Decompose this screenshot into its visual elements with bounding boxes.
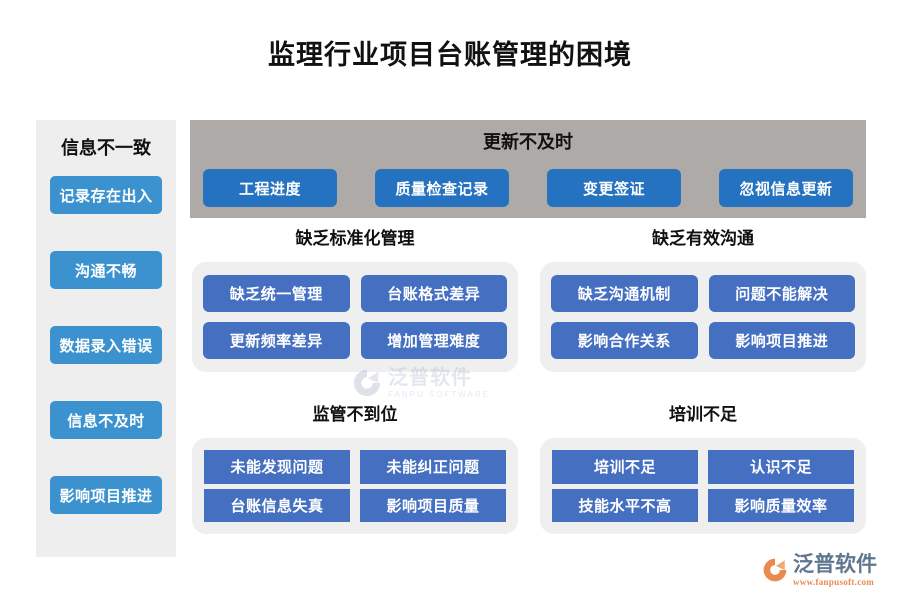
section-inadequate-supervision: 监管不到位 未能发现问题 未能纠正问题 台账信息失真 影响项目质量 xyxy=(192,404,518,546)
section-item-unified-management[interactable]: 缺乏统一管理 xyxy=(203,275,350,312)
brand-logo-text: 泛普软件 www.fanpusoft.com xyxy=(793,554,877,587)
sidebar-item-poor-communication[interactable]: 沟通不畅 xyxy=(50,251,162,289)
section-item-grid: 缺乏沟通机制 问题不能解决 影响合作关系 影响项目推进 xyxy=(551,275,855,359)
brand-name-cn: 泛普软件 xyxy=(793,552,877,576)
section-item-ledger-format-difference[interactable]: 台账格式差异 xyxy=(360,275,507,312)
section-item-affects-project-quality[interactable]: 影响项目质量 xyxy=(360,488,506,522)
section-item-update-frequency-difference[interactable]: 更新频率差异 xyxy=(203,322,350,359)
section-title: 培训不足 xyxy=(669,405,737,424)
section-item-increased-management-difficulty[interactable]: 增加管理难度 xyxy=(360,322,507,359)
section-item-insufficient-training[interactable]: 培训不足 xyxy=(552,450,698,484)
section-item-problems-unresolved[interactable]: 问题不能解决 xyxy=(708,275,855,312)
section-title: 缺乏有效沟通 xyxy=(652,229,754,248)
band-item-list: 工程进度 质量检查记录 变更签证 忽视信息更新 xyxy=(203,169,853,207)
section-item-ledger-information-distortion[interactable]: 台账信息失真 xyxy=(204,488,350,522)
section-item-affects-project-progress[interactable]: 影响项目推进 xyxy=(708,322,855,359)
section-item-grid: 未能发现问题 未能纠正问题 台账信息失真 影响项目质量 xyxy=(204,450,506,522)
section-lack-of-standardized-management: 缺乏标准化管理 缺乏统一管理 台账格式差异 更新频率差异 增加管理难度 xyxy=(192,228,518,380)
band-item-engineering-progress[interactable]: 工程进度 xyxy=(203,169,337,207)
sidebar-title: 信息不一致 xyxy=(61,138,151,158)
sidebar-item-data-entry-error[interactable]: 数据录入错误 xyxy=(50,326,162,364)
section-lack-of-effective-communication: 缺乏有效沟通 缺乏沟通机制 问题不能解决 影响合作关系 影响项目推进 xyxy=(540,228,866,380)
band-item-ignore-information-update[interactable]: 忽视信息更新 xyxy=(719,169,853,207)
section-insufficient-training: 培训不足 培训不足 认识不足 技能水平不高 影响质量效率 xyxy=(540,404,866,546)
band-item-quality-inspection-record[interactable]: 质量检查记录 xyxy=(375,169,509,207)
section-title: 缺乏标准化管理 xyxy=(295,229,415,248)
band-title: 更新不及时 xyxy=(483,132,573,152)
sidebar-item-untimely-information[interactable]: 信息不及时 xyxy=(50,401,162,439)
section-panel: 未能发现问题 未能纠正问题 台账信息失真 影响项目质量 xyxy=(192,438,518,534)
sidebar-panel-information-inconsistency: 信息不一致 记录存在出入 沟通不畅 数据录入错误 信息不及时 影响项目推进 xyxy=(36,120,176,557)
section-item-insufficient-awareness[interactable]: 认识不足 xyxy=(708,450,854,484)
band-item-change-visa[interactable]: 变更签证 xyxy=(547,169,681,207)
section-item-affects-cooperation[interactable]: 影响合作关系 xyxy=(551,322,698,359)
section-item-affects-quality-efficiency[interactable]: 影响质量效率 xyxy=(708,488,854,522)
section-title: 监管不到位 xyxy=(312,405,398,424)
fanpu-logo-icon xyxy=(762,557,788,583)
watermark-name-en: FANPU SOFTWARE xyxy=(388,389,490,399)
section-item-low-skill-level[interactable]: 技能水平不高 xyxy=(552,488,698,522)
section-panel: 缺乏沟通机制 问题不能解决 影响合作关系 影响项目推进 xyxy=(540,262,866,372)
section-item-no-communication-mechanism[interactable]: 缺乏沟通机制 xyxy=(551,275,698,312)
band-untimely-update: 更新不及时 工程进度 质量检查记录 变更签证 忽视信息更新 xyxy=(190,120,866,218)
brand-url: www.fanpusoft.com xyxy=(793,576,875,587)
section-item-failed-to-find-problems[interactable]: 未能发现问题 xyxy=(204,450,350,484)
section-panel: 培训不足 认识不足 技能水平不高 影响质量效率 xyxy=(540,438,866,534)
section-panel: 缺乏统一管理 台账格式差异 更新频率差异 增加管理难度 xyxy=(192,262,518,372)
sidebar-item-affects-project-progress[interactable]: 影响项目推进 xyxy=(50,476,162,514)
sidebar-item-record-discrepancy[interactable]: 记录存在出入 xyxy=(50,176,162,214)
section-item-grid: 培训不足 认识不足 技能水平不高 影响质量效率 xyxy=(552,450,854,522)
sidebar-item-list: 记录存在出入 沟通不畅 数据录入错误 信息不及时 影响项目推进 xyxy=(50,176,162,514)
section-item-failed-to-correct-problems[interactable]: 未能纠正问题 xyxy=(360,450,506,484)
section-item-grid: 缺乏统一管理 台账格式差异 更新频率差异 增加管理难度 xyxy=(203,275,507,359)
brand-logo: 泛普软件 www.fanpusoft.com xyxy=(762,550,890,590)
page-title: 监理行业项目台账管理的困境 xyxy=(268,40,632,70)
